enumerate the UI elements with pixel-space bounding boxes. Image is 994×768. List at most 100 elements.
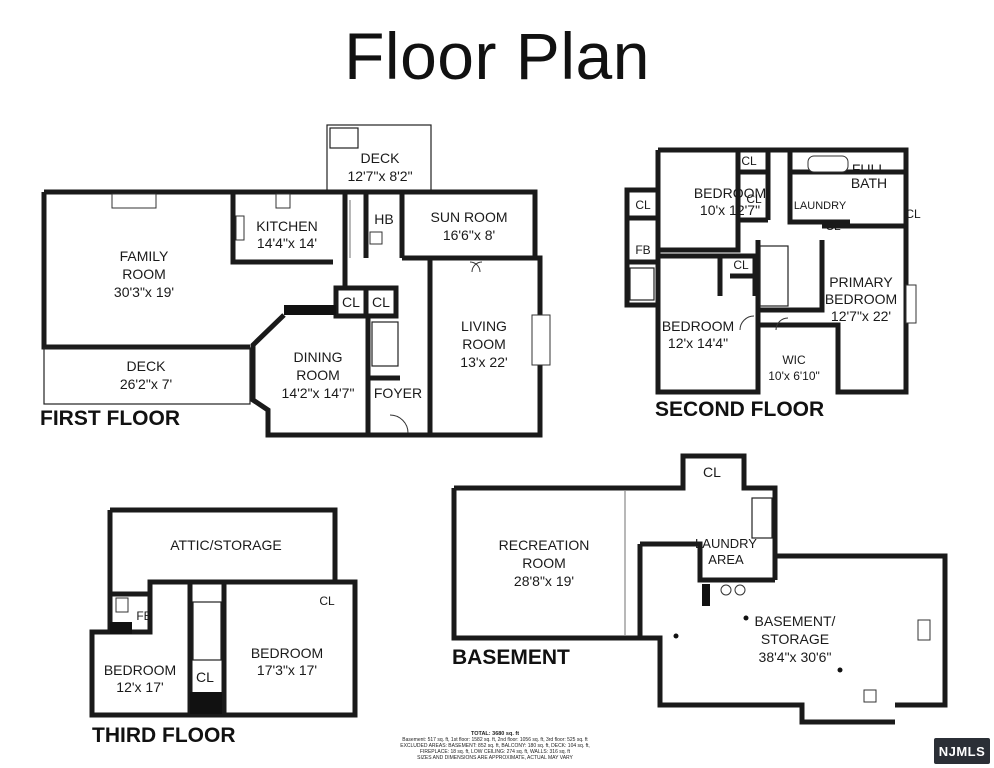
first-floor-plan [41,124,551,438]
fb-3-label: FB [136,609,151,623]
third-floor-stairs [192,601,222,661]
recreation-label-2: ROOM [522,555,566,571]
living-size: 13'x 22' [460,354,507,370]
living-label-2: ROOM [462,336,506,352]
support-post-3 [743,615,749,621]
toilet-icon [369,231,383,245]
laundry-2-label: LAUNDRY [794,200,847,212]
bathtub-icon [807,155,849,173]
family-room-size: 30'3"x 19' [114,284,174,300]
bedroom-3a-label: BEDROOM [251,645,323,661]
left-wing-dividers [627,215,658,265]
laundry-walls [637,541,775,638]
totals-line-4: SIZES AND DIMENSIONS ARE APPROXIMATE, AC… [417,755,573,761]
third-floor-solid-block [110,622,132,634]
fireplace-icon [111,193,157,209]
full-bath-label-1: FULL [852,161,886,177]
second-floor-left-wing [624,187,661,308]
first-floor-title: FIRST FLOOR [40,407,180,430]
third-floor-dividers [110,582,227,714]
bedroom-3b-size: 12'x 17' [116,679,163,695]
living-door [469,261,483,273]
second-floor-outer-walls [655,147,909,395]
kitchen-walls [230,192,333,265]
sun-room-size: 16'6"x 8' [443,227,495,243]
storage-label-1: BASEMENT/ [755,613,836,629]
furnace-icon [734,584,746,596]
dining-size: 14'2"x 14'7" [282,385,355,401]
second-floor-title: SECOND FLOOR [655,398,824,421]
fb-2-label: FB [635,243,650,257]
closet-3b-label: CL [196,669,214,685]
totals-line-1: Basement: 517 sq. ft, 1st floor: 1582 sq… [402,737,588,743]
full-bath-label-2: BATH [851,175,887,191]
foyer-stairs [371,321,399,367]
third-floor-chimney [190,692,222,714]
kitchen-counter [235,215,245,241]
second-floor-plan [624,147,917,395]
primary-label-1: PRIMARY [829,274,893,290]
sun-room-label: SUN ROOM [431,209,508,225]
basement-window [917,619,931,641]
family-room-label-2: ROOM [122,266,166,282]
storage-right-walls [775,553,948,708]
njmls-logo: NJMLS [934,738,990,764]
bedroom-2b-size: 12'x 14'4" [668,335,728,351]
foyer-walls [365,316,430,438]
closet-2d-label: CL [905,207,921,221]
storage-size: 38'4"x 30'6" [759,649,832,665]
deck-stairs [329,127,359,149]
basement-sump-icon [863,689,877,703]
attic-label: ATTIC/STORAGE [170,537,282,553]
family-room-walls [41,189,348,350]
basement-upper-walls [454,453,778,580]
living-label-1: LIVING [461,318,507,334]
laundry-b-label-1: LAUNDRY [695,536,757,551]
dining-label-2: ROOM [296,367,340,383]
front-door [389,414,409,434]
primary-label-2: BEDROOM [825,291,897,307]
deck-left-label: DECK [127,358,167,374]
deck-top-label: DECK [361,150,401,166]
bedroom-a-walls [658,150,906,253]
family-room-label-1: FAMILY [120,248,169,264]
basement-stairs [751,497,773,539]
recreation-size: 28'8"x 19' [514,573,574,589]
support-post-2 [837,667,843,673]
closet-2a-label: CL [741,154,757,168]
foyer-label: FOYER [374,385,422,401]
deck-left-outline [43,347,251,405]
third-floor-toilet-icon [115,597,129,613]
closet-label-2: CL [372,294,390,310]
recreation-label-1: RECREATION [499,537,590,553]
third-floor-title: THIRD FLOOR [92,724,235,747]
dining-room-walls [250,313,368,438]
closet-3a-label: CL [319,594,335,608]
closet-b-label: CL [703,464,721,480]
storage-label-2: STORAGE [761,631,829,647]
basement-column [702,584,710,606]
primary-walls [755,200,909,392]
primary-size: 12'7"x 22' [831,308,891,324]
closet-2e-label: CL [825,219,841,233]
bedroom-2a-label: BEDROOM [694,185,766,201]
living-room-walls [427,255,543,438]
totals-line-3: FIREPLACE: 18 sq. ft, LOW CEILING: 274 s… [419,749,571,755]
third-floor-plan [89,507,358,718]
closet-2c-label: CL [746,192,762,206]
wic-label: WIC [782,353,806,367]
stove-icon [275,193,291,209]
closet-label-1: CL [342,294,360,310]
bedroom-b-door [739,315,755,331]
bedroom-2b-label: BEDROOM [662,318,734,334]
kitchen-label: KITCHEN [256,218,317,234]
primary-fireplace-icon [905,284,917,324]
kitchen-size: 14'4"x 14' [257,235,317,251]
dining-label-1: DINING [294,349,343,365]
fireplace-wall [284,305,336,315]
half-bath-label: HB [374,211,393,227]
deck-top-size: 12'7"x 8'2" [347,168,412,184]
laundry-b-label-2: AREA [708,552,744,567]
recreation-walls [451,488,895,725]
